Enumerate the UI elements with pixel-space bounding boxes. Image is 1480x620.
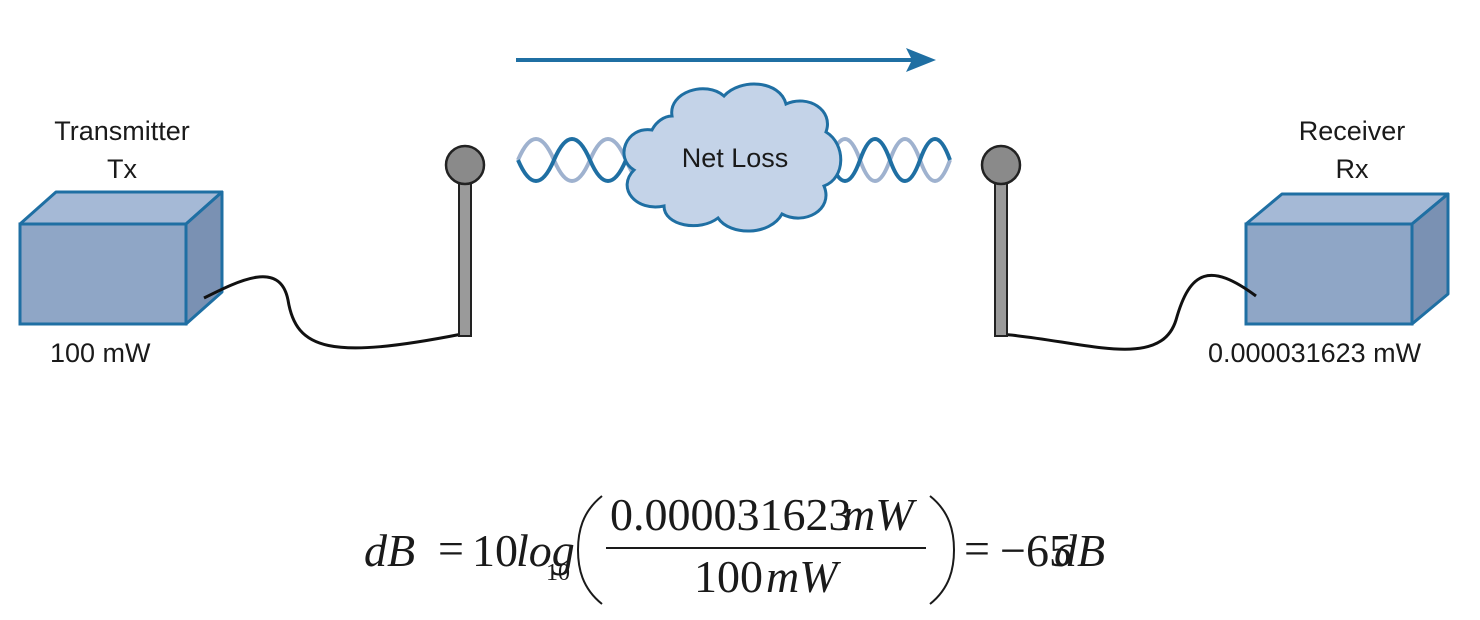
formula-result-value: −65	[1000, 525, 1072, 576]
receiver-antenna	[980, 144, 1022, 337]
formula-log: log	[516, 525, 575, 576]
transmitter-cable	[203, 275, 463, 350]
formula-result-unit: dB	[1054, 525, 1106, 576]
transmitter-title: Transmitter	[54, 116, 190, 146]
receiver-box	[1244, 192, 1450, 326]
formula-coefficient: 10	[472, 525, 518, 576]
receiver-cable	[999, 273, 1257, 351]
formula-numerator-value: 0.000031623	[610, 489, 852, 540]
receiver-title: Receiver	[1298, 116, 1406, 146]
net-loss-cloud	[622, 82, 843, 233]
receiver-abbr: Rx	[1335, 154, 1369, 184]
decibel-formula: dB = 10 log 10 0.000031623 mW 100 mW = −…	[360, 486, 1120, 606]
formula-numerator-unit: mW	[842, 489, 914, 540]
transmitter-abbr: Tx	[107, 154, 137, 184]
formula-equals-2: =	[964, 523, 990, 574]
formula-lhs: dB	[364, 525, 416, 576]
formula-denominator-value: 100	[694, 551, 763, 602]
receiver-power: 0.000031623 mW	[1208, 338, 1422, 368]
cloud-label: Net Loss	[681, 143, 789, 173]
formula-log-base: 10	[546, 560, 570, 586]
formula-equals-1: =	[438, 523, 464, 574]
direction-arrow	[516, 48, 936, 72]
transmitter-antenna	[444, 144, 486, 337]
transmitter-box	[18, 190, 224, 326]
formula-parentheses	[576, 495, 956, 605]
formula-denominator-unit: mW	[766, 551, 838, 602]
transmitter-power: 100 mW	[50, 338, 151, 368]
right-wave	[828, 137, 952, 183]
